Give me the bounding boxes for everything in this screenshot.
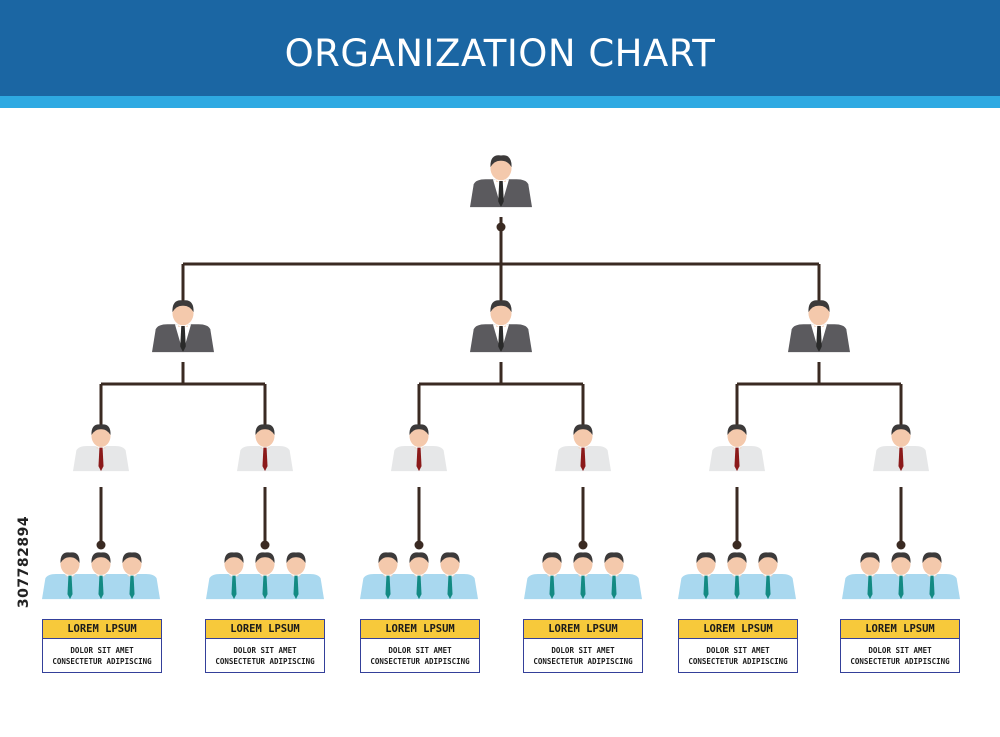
team-member-figure (391, 552, 447, 600)
team-card-line-2: CONSECTETUR ADIPISCING (850, 657, 950, 666)
connector-dot (578, 540, 588, 550)
connector-dot (896, 540, 906, 550)
team-member-figure (206, 552, 262, 600)
team-card-line-1: DOLOR SIT AMET (868, 646, 932, 655)
team-card-2: LOREM LPSUM DOLOR SIT AMET CONSECTETUR A… (205, 619, 325, 673)
team-card-5: LOREM LPSUM DOLOR SIT AMET CONSECTETUR A… (678, 619, 798, 673)
team-card-title: LOREM LPSUM (841, 620, 959, 639)
team-card-title: LOREM LPSUM (361, 620, 479, 639)
team-card-3: LOREM LPSUM DOLOR SIT AMET CONSECTETUR A… (360, 619, 480, 673)
team-card-line-2: CONSECTETUR ADIPISCING (370, 657, 470, 666)
people-figures (42, 155, 960, 600)
team-card-line-1: DOLOR SIT AMET (70, 646, 134, 655)
stock-image-id: 307782894 (16, 515, 32, 609)
team-card-line-1: DOLOR SIT AMET (388, 646, 452, 655)
team-card-4: LOREM LPSUM DOLOR SIT AMET CONSECTETUR A… (523, 619, 643, 673)
team-card-line-1: DOLOR SIT AMET (233, 646, 297, 655)
supervisor-figure-2 (237, 424, 293, 472)
connector-dot (96, 540, 106, 550)
team-card-6: LOREM LPSUM DOLOR SIT AMET CONSECTETUR A… (840, 619, 960, 673)
header-accent-stripe (0, 96, 1000, 108)
supervisor-figure-4 (555, 424, 611, 472)
connector-lines (96, 217, 906, 550)
header-bar (0, 0, 1000, 96)
team-member-figure (555, 552, 611, 600)
team-card-1: LOREM LPSUM DOLOR SIT AMET CONSECTETUR A… (42, 619, 162, 673)
team-card-line-2: CONSECTETUR ADIPISCING (215, 657, 315, 666)
team-card-title: LOREM LPSUM (524, 620, 642, 639)
supervisor-figure-3 (391, 424, 447, 472)
team-member-figure (873, 552, 929, 600)
connector-dot (496, 222, 506, 232)
supervisor-figure-6 (873, 424, 929, 472)
connector-dot (260, 540, 270, 550)
team-member-figure (709, 552, 765, 600)
team-card-title: LOREM LPSUM (206, 620, 324, 639)
team-card-line-2: CONSECTETUR ADIPISCING (533, 657, 633, 666)
team-card-line-2: CONSECTETUR ADIPISCING (688, 657, 788, 666)
team-member-figure (73, 552, 129, 600)
team-member-figure (237, 552, 293, 600)
supervisor-figure-1 (73, 424, 129, 472)
page-title: ORGANIZATION CHART (284, 32, 716, 75)
team-card-line-2: CONSECTETUR ADIPISCING (52, 657, 152, 666)
manager-figure-2 (470, 300, 532, 353)
team-card-title: LOREM LPSUM (679, 620, 797, 639)
team-card-line-1: DOLOR SIT AMET (706, 646, 770, 655)
ceo-figure (470, 155, 532, 208)
team-card-title: LOREM LPSUM (43, 620, 161, 639)
manager-figure-1 (152, 300, 214, 353)
connector-dot (732, 540, 742, 550)
connector-dot (414, 540, 424, 550)
supervisor-figure-5 (709, 424, 765, 472)
team-card-line-1: DOLOR SIT AMET (551, 646, 615, 655)
manager-figure-3 (788, 300, 850, 353)
